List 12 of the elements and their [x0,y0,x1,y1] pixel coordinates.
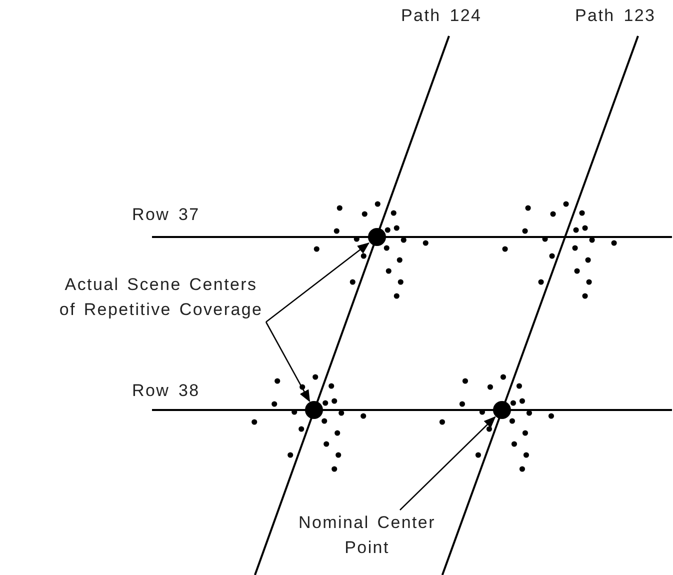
path-label: Path 124 [401,6,482,26]
leader-line [266,242,370,323]
callout-text: Actual Scene Centers of Repetitive Coverage [56,272,266,322]
leader-line [400,416,496,510]
center-dot [368,228,386,246]
center-dot [305,401,324,419]
center-dot [493,401,512,419]
callout-text: Nominal Center Point [292,510,442,560]
leader-line [265,322,310,402]
row-label: Row 37 [132,205,200,225]
path-label: Path 123 [575,6,656,26]
row-label: Row 38 [132,381,200,401]
